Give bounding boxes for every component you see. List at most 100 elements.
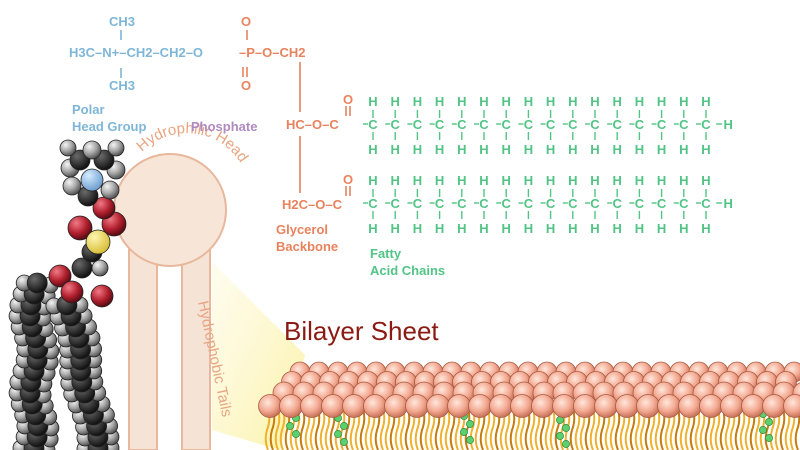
carbon-atom: C: [502, 117, 512, 132]
hydrogen-atom: H: [391, 221, 400, 236]
carbon-atom: C: [635, 196, 645, 211]
carbon-atom: C: [457, 117, 467, 132]
hydrogen-atom: H: [435, 221, 444, 236]
hydrogen-atom: H: [635, 94, 644, 109]
carbon-atom: C: [413, 117, 423, 132]
lipid-tail: [779, 407, 786, 450]
hydrogen-atom: H: [568, 94, 577, 109]
lipid-head: [405, 394, 429, 418]
cholesterol-bead: [765, 418, 773, 426]
lipid-head: [594, 394, 618, 418]
lipid-tail: [529, 407, 536, 450]
hydrogen-atom: H: [435, 94, 444, 109]
carbon-atom: C: [590, 117, 600, 132]
cholesterol-bead: [556, 432, 564, 440]
hydrogen-atom: H: [679, 94, 688, 109]
hydrogen-atom: H: [679, 173, 688, 188]
lipid-head: [678, 394, 702, 418]
lipid-head: [447, 394, 471, 418]
hydrogen-atom: H: [524, 221, 533, 236]
lipid-head: [300, 394, 324, 418]
hydrogen-atom: H: [657, 94, 666, 109]
hydrogen-atom: H: [613, 221, 622, 236]
hydrogen-atom: H: [368, 94, 377, 109]
carbon-atom: [26, 272, 48, 294]
hydrogen-atom: H: [546, 173, 555, 188]
lipid-head: [762, 394, 786, 418]
lipid-head: [720, 394, 744, 418]
lipid-tail: [654, 407, 661, 450]
hydrogen-atom: H: [413, 94, 422, 109]
phosphate-label: Phosphate: [191, 119, 258, 134]
carbon-atom: C: [435, 117, 445, 132]
lipid-head: [468, 394, 492, 418]
hydrogen-atom: [107, 139, 125, 157]
lipid-head: [279, 394, 303, 418]
carbon-atom: C: [435, 196, 445, 211]
carbonyl-oxygen-bottom: O: [343, 172, 354, 187]
carbon-atom: C: [479, 117, 489, 132]
carbonyl-oxygen-top: O: [343, 92, 354, 107]
schematic-lipid: [113, 153, 227, 450]
hydrogen-atom: H: [524, 94, 533, 109]
lipid-tail: [569, 407, 576, 450]
lipid-tail: [739, 407, 746, 450]
hydrogen-atom: H: [391, 142, 400, 157]
hydrogen-atom: H: [546, 94, 555, 109]
lipid-tail: [714, 407, 721, 450]
hydrogen-atom: H: [368, 142, 377, 157]
hydrogen-atom: H: [613, 94, 622, 109]
hydrogen-atom: H: [413, 173, 422, 188]
hydrogen-atom: H: [657, 221, 666, 236]
lipid-tail: [694, 407, 701, 450]
cholesterol-bead: [286, 422, 294, 430]
formula-bonds: [120, 30, 351, 196]
lipid-tail: [484, 407, 491, 450]
cholesterol-bead: [340, 438, 348, 446]
lipid-head: [531, 394, 555, 418]
lipid-head: [426, 394, 450, 418]
lipid-tail: [609, 407, 616, 450]
hydrogen-atom: [62, 176, 82, 196]
lipid-tail: [674, 407, 681, 450]
hydrogen-atom: [91, 259, 109, 277]
lipid-head: [510, 394, 534, 418]
hydrogen-atom: H: [368, 221, 377, 236]
carbon-atom: C: [568, 196, 578, 211]
bilayer-sheet-title: Bilayer Sheet: [284, 316, 439, 346]
hydrogen-atom: H: [546, 142, 555, 157]
hydrogen-atom: H: [701, 173, 710, 188]
hydrogen-atom: H: [391, 173, 400, 188]
carbon-atom: C: [546, 117, 556, 132]
lipid-head: [783, 394, 800, 418]
cholesterol-bead: [460, 428, 468, 436]
cholesterol-bead: [466, 436, 474, 444]
phosphate-oxygen-top: O: [241, 14, 252, 29]
carbon-atom: C: [635, 117, 645, 132]
phosphate-oxygen-bottom: O: [241, 78, 252, 93]
cholesterol-bead: [562, 440, 570, 448]
carbon-atom: C: [657, 196, 667, 211]
phosphorus-atom: [85, 229, 111, 255]
lipid-tail: [549, 407, 556, 450]
carbon-atom: C: [413, 196, 423, 211]
lipid-tail: [319, 407, 326, 450]
lipid-head: [615, 394, 639, 418]
lipid-head: [657, 394, 681, 418]
hydrogen-atom: H: [657, 142, 666, 157]
hydrogen-atom: H: [590, 142, 599, 157]
hydrogen-atom: H: [479, 142, 488, 157]
hydrogen-atom: H: [435, 142, 444, 157]
fatty-label-2: Acid Chains: [370, 263, 446, 278]
lipid-tail: [634, 407, 641, 450]
cholesterol-bead: [292, 430, 300, 438]
hydrogen-atom: H: [502, 94, 511, 109]
hydrogen-atom: H: [568, 142, 577, 157]
lipid-head: [552, 394, 576, 418]
hydrogen-atom: H: [701, 142, 710, 157]
hydrogen-atom: H: [457, 173, 466, 188]
hydrogen-atom: H: [590, 173, 599, 188]
hydrogen-atom: [59, 139, 77, 157]
hydrogen-atom: H: [657, 173, 666, 188]
